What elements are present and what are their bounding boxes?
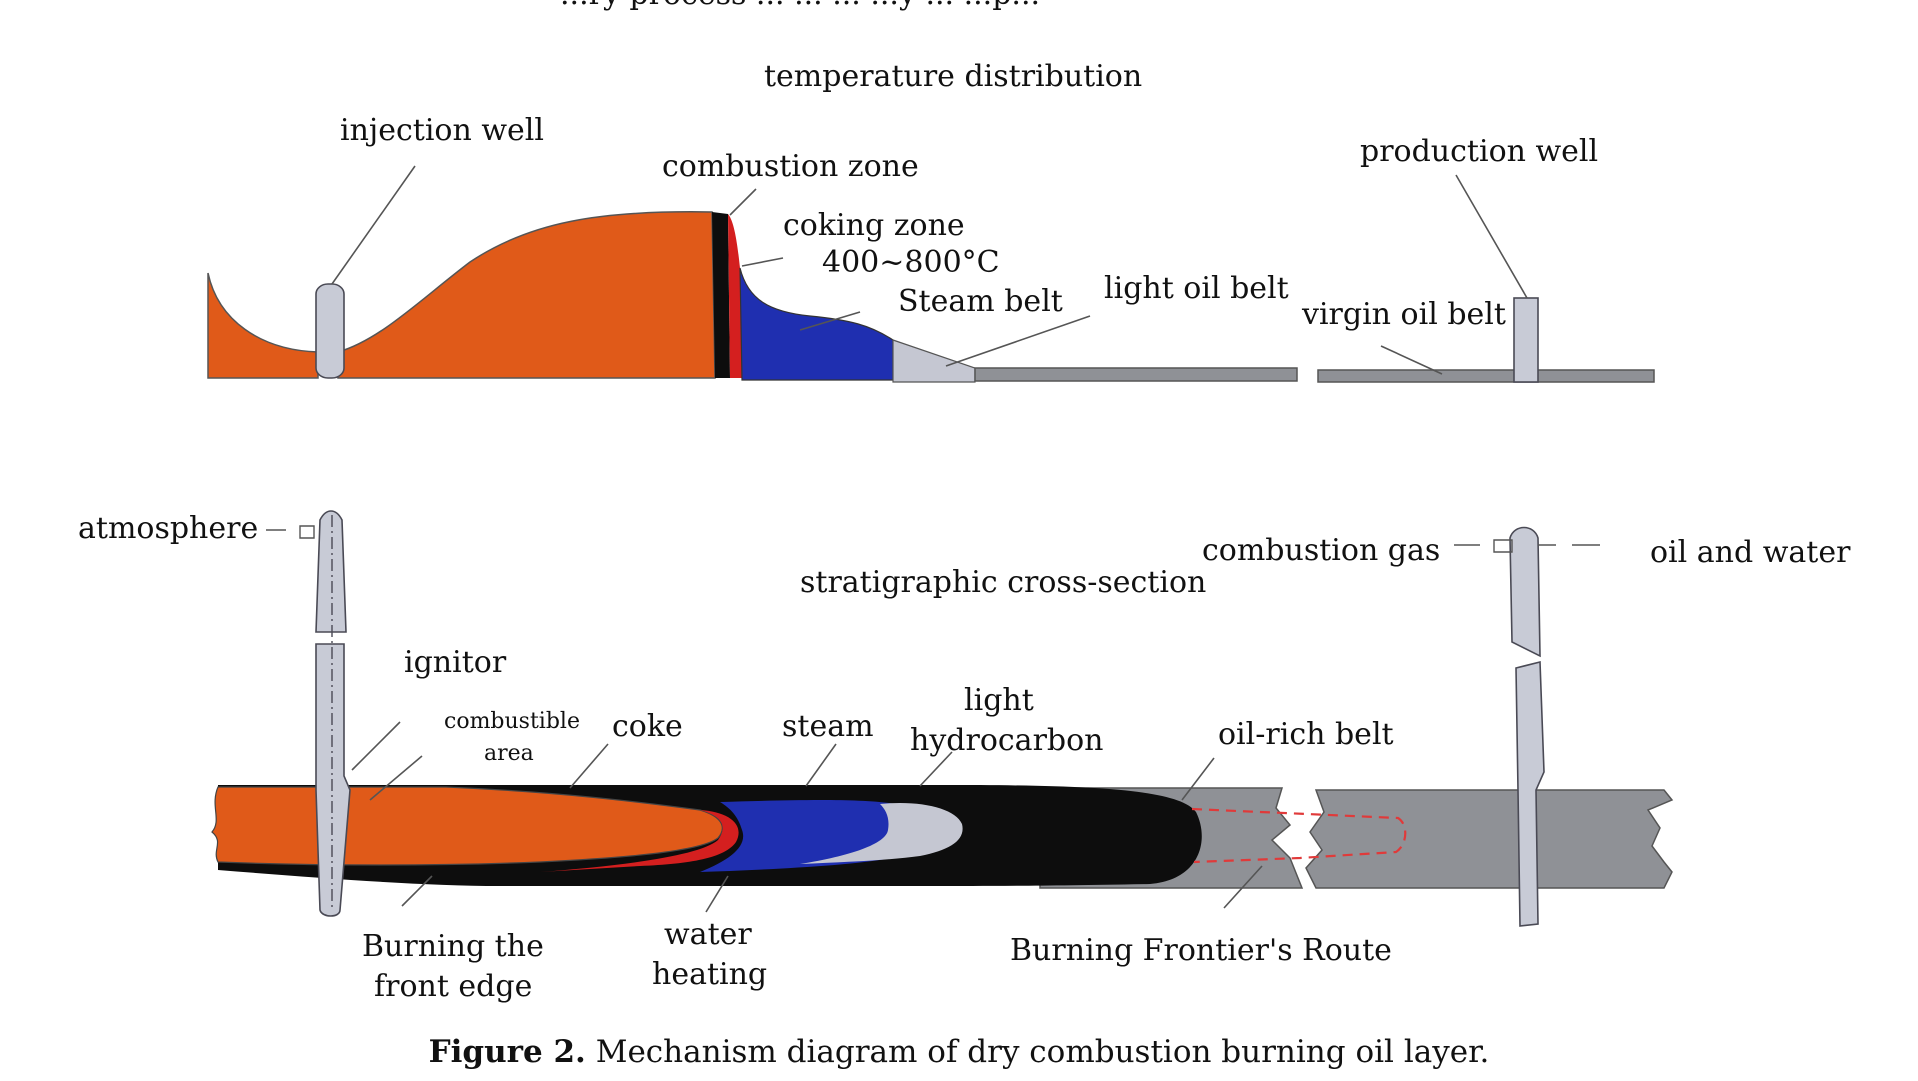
burning-front-red <box>540 810 739 872</box>
combustion-temperature-area <box>207 272 319 379</box>
combustion-zone-label: combustion zone <box>662 149 919 184</box>
burning-frontier-route <box>1191 807 1407 864</box>
figure-caption-text: Mechanism diagram of dry combustion burn… <box>585 1034 1490 1070</box>
virgin-oil-strip-right <box>1317 369 1655 383</box>
strata-right-grey <box>1305 789 1674 889</box>
water-heating-label-line1: water <box>664 917 752 952</box>
temperature-distribution-profile <box>207 211 1655 383</box>
temperature-distribution-label: temperature distribution <box>764 59 1142 94</box>
production-well-bottom <box>1454 526 1600 927</box>
bottom-leader-lines <box>351 721 1263 913</box>
combustion-temperature-hump <box>337 211 716 379</box>
light-hydrocarbon-label-line2: hydrocarbon <box>910 723 1104 758</box>
combustion-gas-label: combustion gas <box>1202 533 1440 568</box>
virgin-oil-strip-left <box>974 367 1298 382</box>
steam-belt-area <box>739 267 894 381</box>
water-heating-label-line2: heating <box>652 957 767 992</box>
light-oil-belt-label: light oil belt <box>1104 271 1289 306</box>
burning-frontier-route-label: Burning Frontier's Route <box>1010 933 1392 968</box>
top-leader-lines <box>331 165 1528 375</box>
stratigraphic-cross-section <box>211 510 1674 927</box>
atmosphere-label: atmosphere <box>78 511 258 546</box>
oil-and-water-label: oil and water <box>1650 535 1851 570</box>
light-oil-belt-area <box>892 339 976 383</box>
combustible-area-label-line2: area <box>484 741 534 766</box>
combustible-area-label-line1: combustible <box>444 709 580 734</box>
top-partial-text: ...ry process ... ... ... ...y ... ...p.… <box>560 0 1040 12</box>
coke-label: coke <box>612 709 683 744</box>
light-hydrocarbon-zone <box>800 802 963 864</box>
ignitor-label: ignitor <box>404 645 507 680</box>
production-well-top <box>1513 297 1539 383</box>
combustion-zone-band <box>712 212 730 378</box>
coking-temperature-label: 400~800°C <box>822 245 1000 280</box>
injection-well-top <box>315 283 345 379</box>
steam-label: steam <box>782 709 874 744</box>
coking-zone-label: coking zone <box>783 208 965 243</box>
injection-well-label: injection well <box>340 113 544 148</box>
virgin-oil-belt-label: virgin oil belt <box>1301 297 1506 332</box>
figure-number: Figure 2. <box>428 1034 586 1070</box>
oil-rich-belt-label: oil-rich belt <box>1218 717 1394 752</box>
stratigraphic-cross-section-label: stratigraphic cross-section <box>800 565 1206 600</box>
production-well-label: production well <box>1360 134 1598 169</box>
injection-well-bottom <box>266 510 351 917</box>
figure-caption: Figure 2. Mechanism diagram of dry combu… <box>0 1034 1918 1070</box>
light-hydrocarbon-label-line1: light <box>964 683 1034 718</box>
coking-zone-band <box>728 214 742 378</box>
steam-belt-label: Steam belt <box>898 284 1063 319</box>
burning-front-edge-label-line2: front edge <box>374 969 532 1004</box>
burning-front-edge-label-line1: Burning the <box>362 929 544 964</box>
